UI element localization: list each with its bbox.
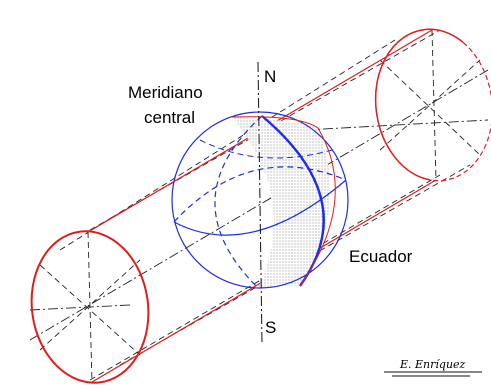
polar-axis-line (257, 61, 263, 346)
central-meridian (261, 115, 325, 287)
cylinder-front-ellipse (30, 230, 150, 384)
globe (171, 111, 349, 289)
front-diagonal-2 (39, 259, 141, 351)
rear-vertical-diameter (431, 29, 437, 181)
cylinder-axis (29, 69, 489, 341)
equator-front (173, 179, 347, 236)
construction-lines (29, 69, 489, 341)
cylinder (30, 28, 491, 384)
equator-back (173, 166, 347, 223)
parallel-north (199, 139, 333, 159)
label-equator: Ecuador (349, 247, 413, 266)
signature-text: E. Enríquez (399, 358, 466, 371)
label-south: S (265, 318, 276, 337)
front-vertical-diameter (87, 231, 93, 383)
rear-horizontal-axis (304, 119, 489, 131)
rear-diagonal-2 (379, 59, 481, 151)
projection-band-hatch (232, 117, 331, 288)
rear-diagonal-1 (379, 59, 481, 156)
front-horizontal-axis (29, 304, 131, 311)
author-signature: E. Enríquez (384, 358, 482, 377)
globe-outline (171, 111, 349, 289)
front-ellipse-cross (39, 231, 141, 383)
label-north: N (264, 67, 276, 86)
tangent-line-cylinder (231, 116, 336, 287)
signature-underline (384, 371, 482, 377)
meridian-back (214, 115, 263, 289)
cylinder-rear-ellipse-visible-arc (374, 28, 491, 182)
rear-ellipse-cross (379, 29, 481, 181)
polar-axis (257, 61, 263, 346)
label-meridian-line1: Meridiano (128, 83, 203, 102)
label-meridian-line2: central (144, 108, 195, 127)
front-diagonal-1 (39, 264, 141, 356)
